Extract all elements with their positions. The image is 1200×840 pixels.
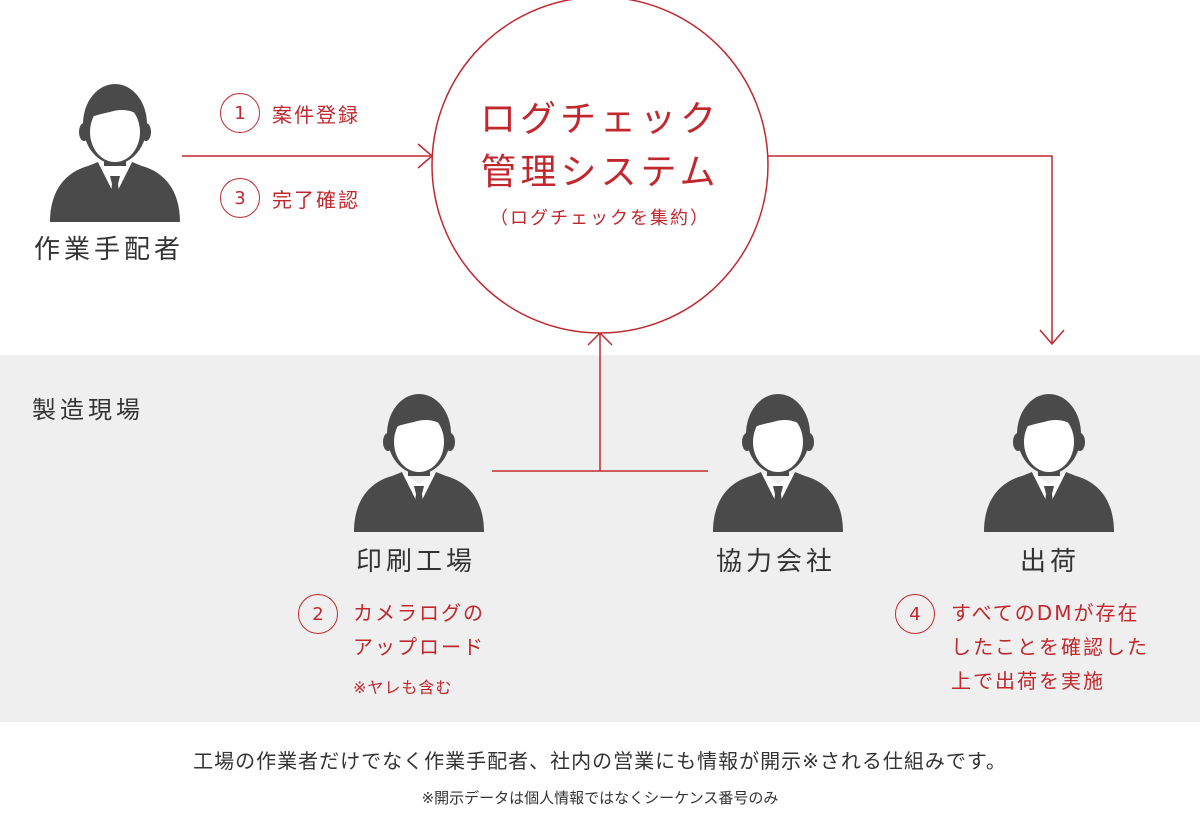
footer-note: ※開示データは個人情報ではなくシーケンス番号のみ [421, 789, 779, 807]
step-label: 完了確認 [272, 187, 360, 212]
edge-step-1: 1 案件登録 [220, 93, 360, 133]
print-step-text: カメラログの アップロード [353, 596, 485, 664]
step-number-badge: 2 [298, 594, 338, 634]
business-person-icon [713, 394, 843, 532]
system-subtitle: （ログチェックを集約） [490, 208, 710, 229]
shipping-arrowhead [1039, 329, 1065, 346]
partner-company-label: 協力会社 [716, 547, 837, 577]
step-text-line: アップロード [353, 635, 485, 659]
business-person-icon [354, 394, 484, 532]
step-number-badge: 4 [895, 594, 935, 634]
business-person-icon [50, 84, 180, 222]
step-text-line: すべてのDMが存在 [951, 601, 1140, 625]
step-text-line: 上で出荷を実施 [951, 669, 1105, 693]
system-title-line2: 管理システム [480, 152, 720, 193]
ship-step-text: すべてのDMが存在 したことを確認した 上で出荷を実施 [951, 596, 1149, 698]
print-step-note: ※ヤレも含む [353, 678, 453, 697]
edge-step-3: 3 完了確認 [220, 178, 360, 218]
system-to-shipping-line [768, 155, 1053, 344]
shipping-label: 出荷 [1020, 547, 1081, 577]
system-title-line1: ログチェック [479, 99, 720, 140]
step-label: 案件登録 [272, 102, 360, 127]
step-text-line: したことを確認した [951, 635, 1149, 659]
system-circle [431, 0, 769, 334]
print-factory-label: 印刷工場 [356, 547, 477, 577]
footer-main-text: 工場の作業者だけでなく作業手配者、社内の営業にも情報が開示※される仕組みです。 [193, 749, 1007, 773]
business-person-icon [984, 394, 1114, 532]
step-number-badge: 1 [220, 93, 260, 133]
step-text-line: カメラログの [353, 601, 485, 625]
site-label: 製造現場 [32, 396, 144, 424]
coordinator-label: 作業手配者 [34, 235, 185, 265]
step-number-badge: 3 [220, 178, 260, 218]
